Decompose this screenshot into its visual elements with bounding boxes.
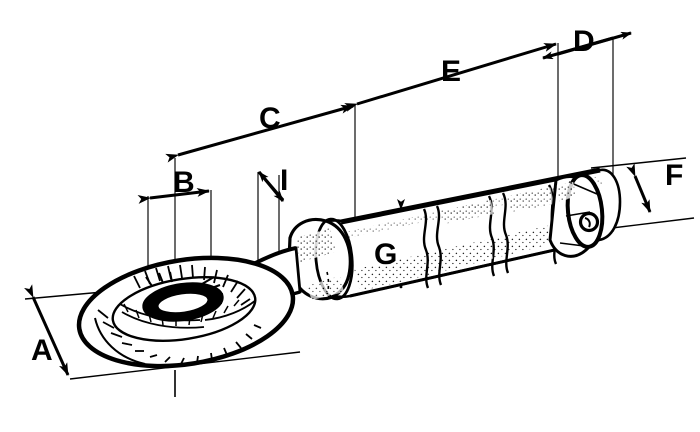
dimension-i-arrow [257, 171, 285, 202]
eye-hatching-secondary [123, 299, 240, 326]
dimension-d-arrow [542, 31, 632, 60]
dimension-label-c: C [259, 102, 281, 135]
dimension-b-arrow [137, 187, 210, 204]
eye-loop [76, 255, 296, 369]
dimension-f-extension [590, 157, 695, 229]
dimension-label-i: I [280, 164, 289, 197]
dimension-label-b: B [173, 166, 195, 199]
eye-hole [155, 291, 211, 315]
dimension-e-arrow [344, 42, 557, 112]
dimension-label-d: D [573, 25, 595, 58]
dimension-label-e: E [441, 55, 462, 88]
dimension-f-arrow [626, 163, 652, 213]
dimension-c-arrow [165, 104, 354, 163]
dimension-label-g: G [374, 238, 398, 271]
end-cap [548, 173, 605, 258]
dimension-label-a: A [31, 334, 53, 367]
dimension-a-arrow [23, 284, 70, 376]
shoulder-collar [287, 217, 354, 301]
dimension-label-f: F [665, 159, 684, 192]
